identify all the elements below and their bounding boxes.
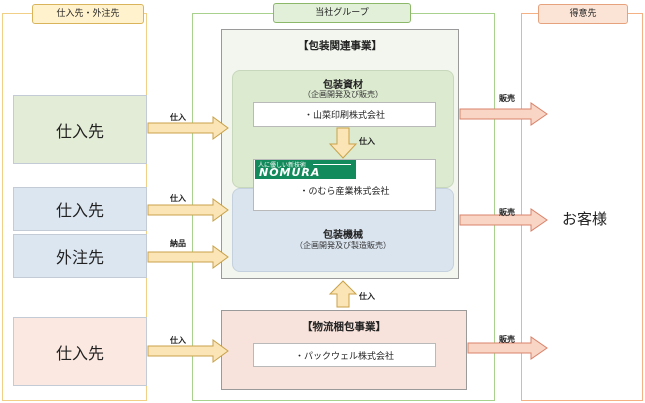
- arrow-supply-3: [147, 339, 229, 363]
- packaging-materials-title: 包装資材: [323, 80, 363, 91]
- label-outsource: 納品: [170, 239, 186, 248]
- company-packwell: ・パックウェル株式会社: [253, 343, 436, 367]
- nomura-logo: 人に優しい新技術 NOMURA: [255, 160, 356, 179]
- packaging-business-title: 【包装関連事業】: [298, 40, 382, 52]
- label-sales-3: 販売: [499, 335, 515, 344]
- arrow-internal-up: [328, 280, 358, 308]
- arrow-outsource: [147, 245, 229, 269]
- arrow-sales-1: [459, 102, 548, 126]
- arrow-sales-3: [467, 336, 548, 360]
- label-sales-2: 販売: [499, 208, 515, 217]
- logistics-business-title: 【物流梱包事業】: [302, 321, 386, 333]
- customer-column-header: 得意先: [538, 4, 628, 24]
- arrow-supply-2: [147, 198, 229, 222]
- label-supply-1: 仕入: [170, 113, 186, 122]
- packaging-machinery-subtitle: （企画開発及び製造販売）: [295, 241, 391, 250]
- supplier-box-3: 仕入先: [13, 317, 147, 386]
- label-sales-1: 販売: [499, 94, 515, 103]
- company-yamana-printing: ・山菜印刷株式会社: [253, 102, 436, 127]
- packaging-machinery-title: 包装機械: [323, 230, 363, 241]
- supplier-column-header: 仕入先・外注先: [32, 4, 144, 24]
- customer-label: お客様: [562, 210, 608, 228]
- label-internal-1: 仕入: [359, 137, 375, 146]
- nomura-logo-tagline: 人に優しい新技術: [258, 162, 307, 169]
- label-internal-2: 仕入: [359, 292, 375, 301]
- group-column-header: 当社グループ: [273, 3, 411, 23]
- label-supply-2: 仕入: [170, 194, 186, 203]
- arrow-supply-1: [147, 116, 229, 140]
- arrow-sales-2: [459, 208, 548, 232]
- nomura-logo-line: [313, 164, 351, 165]
- label-supply-3: 仕入: [170, 336, 186, 345]
- arrow-internal-down: [328, 127, 358, 159]
- supplier-box-1: 仕入先: [13, 95, 147, 164]
- outsourcer-box: 外注先: [13, 234, 147, 278]
- supplier-box-2: 仕入先: [13, 187, 147, 231]
- packaging-materials-subtitle: （企画開発及び販売）: [303, 90, 383, 99]
- nomura-logo-wordmark: NOMURA: [259, 166, 321, 179]
